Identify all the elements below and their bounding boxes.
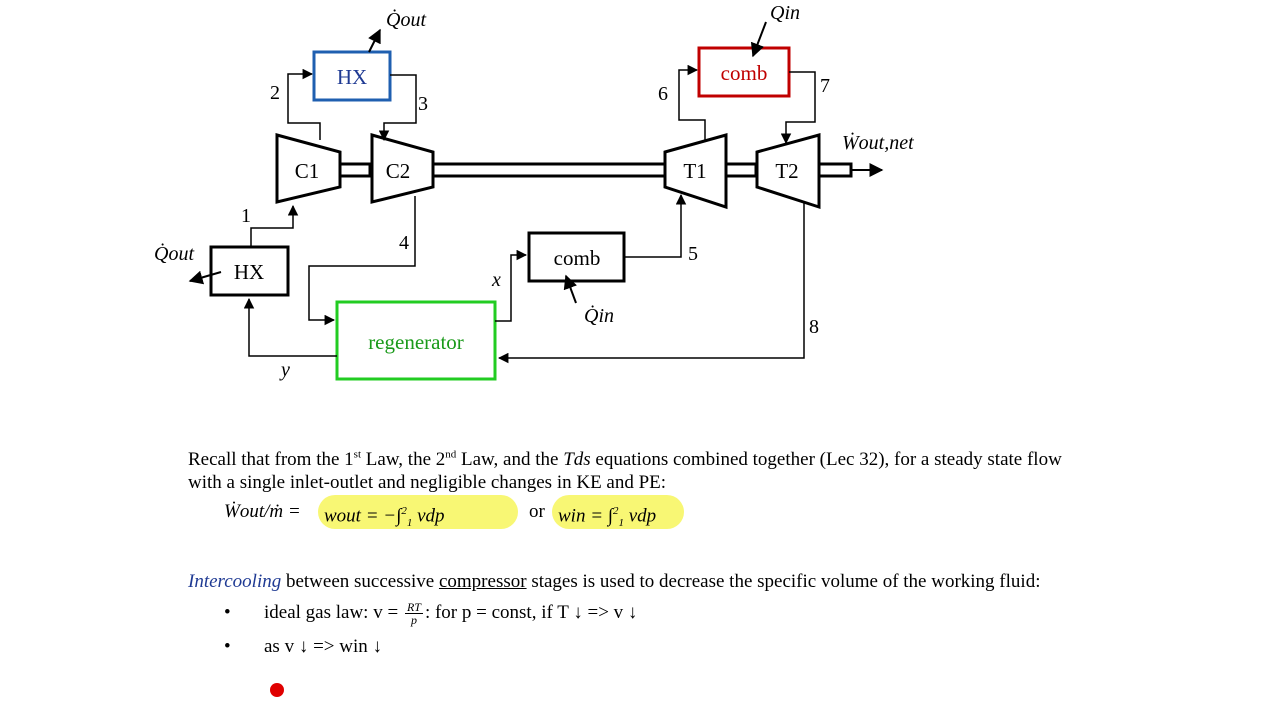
highlight-win [552, 495, 684, 529]
flow-4 [308, 196, 416, 326]
work-equation: Ẇout/ṁ = wout = −∫21 vdp or win = ∫21 vd… [224, 495, 1088, 530]
heat-in-mid-arrow [563, 274, 577, 304]
flow-8 [497, 203, 805, 364]
precooler-hx-box [209, 245, 290, 297]
state-1-label: 1 [241, 205, 251, 227]
state-4-label: 4 [399, 232, 409, 254]
reheat-comb-label: comb [721, 61, 768, 85]
laser-pointer-dot [270, 683, 284, 697]
intercooler-hx-box [312, 50, 392, 102]
state-7-label: 7 [820, 75, 830, 97]
precooler-hx-label: HX [234, 260, 264, 284]
heat-out-top-arrow [368, 28, 381, 53]
combustor-label: comb [554, 246, 601, 270]
flow-y [243, 297, 337, 357]
gas-turbine-cycle-diagram: C1 C2 T1 T2 HX Q̇out 2 3 comb Qin 6 7 Ẇo… [154, 2, 914, 381]
flow-5 [624, 193, 687, 258]
combustor-box [527, 231, 626, 283]
state-8-label: 8 [809, 316, 819, 338]
eq-wout: wout = −∫21 vdp [324, 505, 445, 530]
state-5-label: 5 [688, 243, 698, 265]
q-out-top-label: Q̇out [386, 8, 426, 31]
q-in-top-label: Qin [770, 2, 800, 24]
highlight-wout [318, 495, 518, 529]
flow-x [495, 249, 528, 322]
turbine-t1 [663, 133, 728, 210]
flow-6 [678, 64, 706, 140]
q-in-mid-label: Q̇in [584, 304, 614, 327]
flow-7 [780, 71, 816, 145]
state-x-label: x [491, 269, 501, 291]
state-3-label: 3 [418, 93, 428, 115]
state-2-label: 2 [270, 82, 280, 104]
heat-in-top-arrow [750, 21, 767, 58]
lecture-notes: Recall that from the 1st Law, the 2nd La… [188, 448, 1088, 663]
heat-out-left-arrow [188, 270, 222, 285]
compressor-c2 [370, 133, 435, 204]
compressor-c1 [275, 133, 342, 204]
w-out-net-label: Ẇout,net [842, 131, 914, 154]
intercooler-hx-label: HX [337, 65, 367, 89]
t2-label: T2 [775, 159, 798, 183]
bullet-specific-volume: • as v ↓ => win ↓ [224, 636, 383, 657]
state-6-label: 6 [658, 83, 668, 105]
regenerator-label: regenerator [368, 330, 464, 354]
flow-3 [378, 74, 417, 142]
regenerator-box [335, 300, 497, 381]
flow-1 [250, 204, 299, 247]
intercooling-paragraph: Intercooling between successive compress… [188, 571, 1041, 592]
c2-label: C2 [386, 159, 411, 183]
eq-win: win = ∫21 vdp [558, 505, 657, 530]
q-out-left-label: Q̇out [154, 242, 194, 265]
recall-paragraph: Recall that from the 1st Law, the 2nd La… [188, 448, 1062, 493]
t1-label: T1 [683, 159, 706, 183]
state-y-label: y [279, 359, 290, 381]
flow-2 [287, 68, 321, 140]
turbine-t2 [755, 133, 821, 210]
c1-label: C1 [295, 159, 320, 183]
